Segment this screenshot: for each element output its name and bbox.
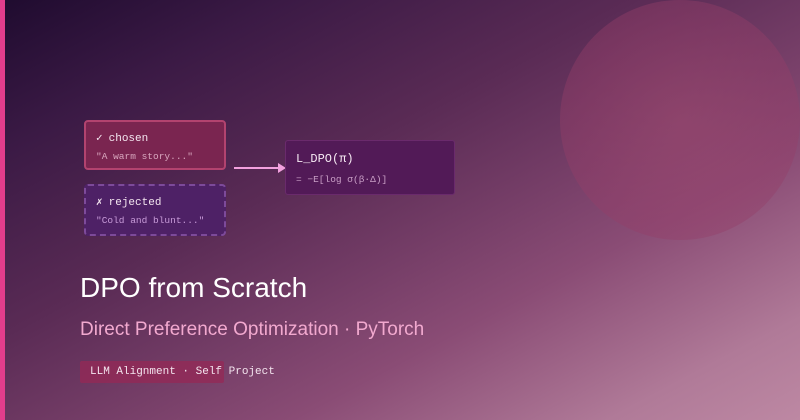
cross-mark-icon: ✗ bbox=[96, 197, 103, 209]
page-subtitle: Direct Preference Optimization · PyTorch bbox=[80, 319, 425, 340]
chosen-label: chosen bbox=[108, 133, 149, 145]
check-mark-icon: ✓ bbox=[96, 133, 103, 145]
chosen-response-card: ✓ chosen "A warm story..." bbox=[84, 120, 226, 170]
loss-title: L_DPO(π) bbox=[296, 152, 354, 166]
loss-formula: = −E[log σ(β·Δ)] bbox=[296, 174, 388, 185]
decorative-circle bbox=[560, 0, 800, 240]
project-tag: LLM Alignment · Self Project bbox=[90, 366, 275, 378]
rejected-card-header: ✗ rejected bbox=[96, 195, 161, 209]
dpo-loss-card: L_DPO(π) = −E[log σ(β·Δ)] bbox=[285, 140, 455, 195]
chosen-example-text: "A warm story..." bbox=[96, 151, 193, 162]
rejected-label: rejected bbox=[108, 197, 162, 209]
accent-edge-bar bbox=[0, 0, 5, 420]
rejected-response-card: ✗ rejected "Cold and blunt..." bbox=[84, 184, 226, 236]
chosen-card-header: ✓ chosen bbox=[96, 131, 148, 145]
project-tag-background bbox=[80, 361, 224, 383]
arrow-right-icon bbox=[234, 163, 286, 173]
page-title: DPO from Scratch bbox=[80, 272, 308, 303]
rejected-example-text: "Cold and blunt..." bbox=[96, 215, 205, 226]
